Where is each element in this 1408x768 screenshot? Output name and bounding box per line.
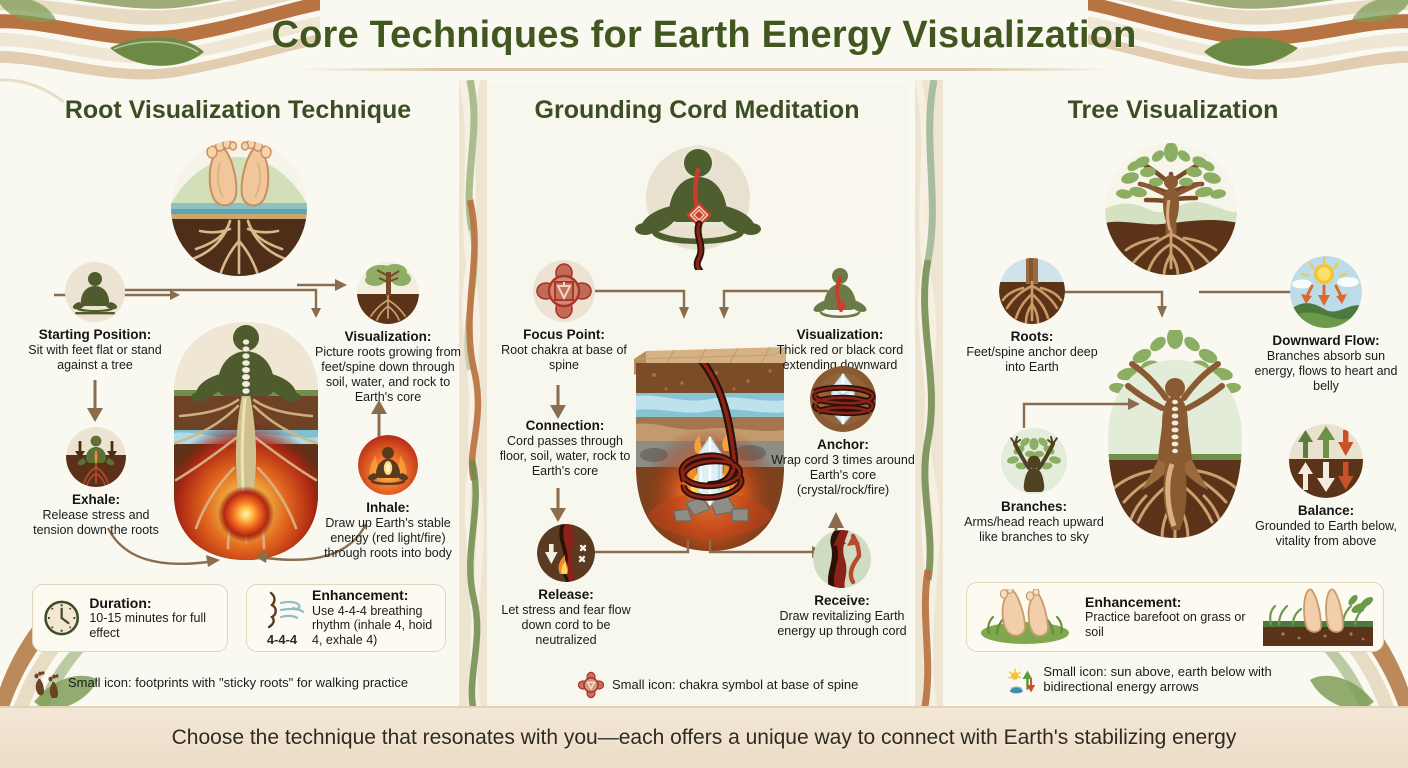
node-desc: Root chakra at base of spine [501, 343, 627, 372]
column-title-tree-visualization: Tree Visualization [1067, 96, 1279, 124]
node-label: Downward Flow: [1272, 333, 1380, 348]
card-badge: 4-4-4 [266, 631, 298, 647]
node-roots: Roots: Feet/spine anchor deep into Earth [962, 258, 1102, 375]
node-inhale: Inhale: Draw up Earth's stable energy (r… [310, 435, 466, 561]
node-desc: Cord passes through floor, soil, water, … [499, 434, 631, 478]
node-release: Release: Let stress and fear flow down c… [496, 524, 636, 648]
node-visualization-roots: Visualization: Picture roots growing fro… [313, 262, 463, 405]
node-label: Focus Point: [523, 327, 605, 342]
node-starting-position: Starting Position: Sit with feet flat or… [20, 262, 170, 373]
node-label: Receive: [814, 593, 870, 608]
sun-earth-arrows-icon [1008, 668, 1036, 694]
card-duration: Duration: 10-15 minutes for full effect [32, 584, 228, 652]
column-title-root-visualization: Root Visualization Technique [64, 96, 412, 124]
icon-tree-with-roots [357, 262, 419, 324]
icon-meditating-figure [65, 262, 125, 322]
node-label: Branches: [1000, 499, 1068, 514]
node-desc: Draw up Earth's stable energy (red light… [324, 516, 452, 560]
node-balance: Balance: Grounded to Earth below, vitali… [1248, 424, 1404, 549]
node-desc: Arms/head reach upward like branches to … [964, 515, 1104, 544]
title-divider-rule [296, 68, 1116, 71]
node-label: Exhale: [71, 492, 121, 507]
icon-figure-downward-arrows-roots [66, 427, 126, 487]
node-visualization-cord: Visualization: Thick red or black cord e… [770, 262, 910, 373]
node-desc: Wrap cord 3 times around Earth's core (c… [771, 453, 915, 497]
icon-bidirectional-arrows-earth [1289, 424, 1363, 498]
node-desc: Feet/spine anchor deep into Earth [966, 345, 1098, 374]
icon-figure-arms-raised-leaves [1001, 428, 1067, 494]
node-label: Release: [538, 587, 594, 602]
icon-downward-arrow-flame [537, 524, 595, 582]
node-desc: Sit with feet flat or stand against a tr… [28, 343, 162, 372]
card-enhancement-breathing: 4-4-4 Enhancement: Use 4-4-4 breathing r… [246, 584, 446, 652]
node-desc: Release stress and tension down the root… [33, 508, 159, 537]
node-desc: Draw revitalizing Earth energy up throug… [777, 609, 907, 638]
card-desc: Use 4-4-4 breathing rhythm (inhale 4, ho… [312, 603, 433, 648]
node-connection: Connection: Cord passes through floor, s… [492, 418, 638, 479]
icon-seated-figure-with-cord [623, 140, 773, 275]
icon-feet-roots-soil-layers [168, 137, 310, 284]
node-label: Roots: [1010, 329, 1054, 344]
footer-banner: Choose the technique that resonates with… [0, 706, 1408, 768]
icon-trunk-roots [999, 258, 1065, 324]
small-note-grounding-cord: Small icon: chakra symbol at base of spi… [578, 671, 898, 699]
node-downward-flow: Downward Flow: Branches absorb sun energ… [1248, 256, 1404, 394]
clock-icon [44, 600, 80, 636]
icon-root-chakra-symbol [533, 260, 595, 322]
chakra-symbol-icon [578, 671, 604, 699]
node-label: Visualization: [796, 327, 884, 342]
barefoot-on-soil-icon [1263, 588, 1373, 646]
node-label: Starting Position: [38, 327, 152, 342]
page-title: Core Techniques for Earth Energy Visuali… [271, 14, 1137, 56]
card-desc: Practice barefoot on grass or soil [1085, 609, 1246, 639]
card-desc: 10-15 minutes for full effect [89, 610, 207, 640]
icon-earth-cross-section-crystal-fire [630, 345, 790, 565]
node-desc: Grounded to Earth below, vitality from a… [1255, 519, 1397, 548]
icon-figure-in-flame [358, 435, 418, 495]
node-label: Connection: [525, 418, 605, 433]
footprints-sticky-roots-icon [34, 671, 59, 698]
node-desc: Let stress and fear flow down cord to be… [501, 603, 631, 647]
node-label: Inhale: [366, 500, 410, 515]
small-note-tree-visualization: Small icon: sun above, earth below with … [1008, 664, 1338, 700]
card-label: Duration: [89, 594, 152, 611]
small-note-text: Small icon: sun above, earth below with … [1043, 664, 1272, 695]
node-label: Visualization: [344, 329, 432, 344]
footer-text: Choose the technique that resonates with… [171, 726, 1237, 749]
small-note-root-visualization: Small icon: footprints with "sticky root… [32, 668, 452, 698]
node-focus-point: Focus Point: Root chakra at base of spin… [496, 260, 632, 373]
icon-tree-person-roots-canopy [1100, 138, 1242, 285]
icon-seated-figure-roots-to-core [168, 318, 324, 569]
small-note-text: Small icon: chakra symbol at base of spi… [612, 677, 859, 693]
node-label: Balance: [1297, 503, 1355, 518]
breathing-face-444-icon: 4-4-4 [257, 590, 307, 647]
node-label: Anchor: [817, 437, 869, 452]
column-title-grounding-cord: Grounding Cord Meditation [534, 96, 860, 124]
column-tree-visualization: Tree Visualization [950, 84, 1396, 708]
node-desc: Thick red or black cord extending downwa… [776, 343, 904, 372]
node-anchor: Anchor: Wrap cord 3 times around Earth's… [770, 366, 916, 498]
node-desc: Branches absorb sun energy, flows to hea… [1254, 349, 1398, 393]
icon-figure-red-cord [810, 262, 870, 322]
node-receive: Receive: Draw revitalizing Earth energy … [772, 530, 912, 639]
node-branches: Branches: Arms/head reach upward like br… [960, 428, 1108, 545]
icon-sun-rays-to-hills [1290, 256, 1362, 328]
icon-crystal-wrapped-cord [810, 366, 876, 432]
icon-upward-red-swirl [813, 530, 871, 588]
small-note-text: Small icon: footprints with "sticky root… [68, 675, 409, 691]
node-exhale: Exhale: Release stress and tension down … [22, 427, 170, 538]
barefoot-on-grass-icon [981, 589, 1069, 644]
node-desc: Picture roots growing from feet/spine do… [315, 345, 461, 404]
icon-tree-figure-spine-roots [1100, 327, 1250, 575]
column-root-visualization: Root Visualization Technique [18, 84, 458, 708]
card-enhancement-barefoot: Enhancement: Practice barefoot on grass … [966, 582, 1384, 652]
card-label: Enhancement: [312, 587, 409, 604]
card-label: Enhancement: [1085, 593, 1182, 610]
